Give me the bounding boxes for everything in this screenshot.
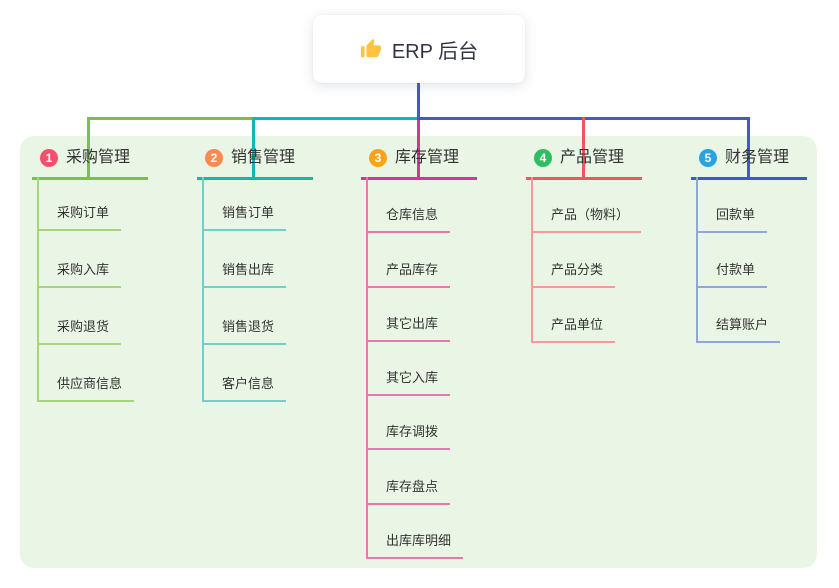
branch-product-management: 4 产品管理 产品（物料） 产品分类 产品单位 <box>526 0 656 588</box>
child-node[interactable]: 库存调拨 <box>366 422 451 450</box>
branch-purchase-management: 1 采购管理 采购订单 采购入库 采购退货 供应商信息 <box>32 0 162 588</box>
branch-child-connector <box>366 177 368 557</box>
child-node[interactable]: 销售订单 <box>202 203 287 231</box>
connector-drop-sales <box>252 117 255 177</box>
child-node[interactable]: 供应商信息 <box>37 374 135 402</box>
child-node[interactable]: 出库库明细 <box>366 531 464 559</box>
branches-background-panel <box>20 136 817 568</box>
child-node[interactable]: 产品（物料） <box>531 205 642 233</box>
root-node[interactable]: ERP 后台 <box>313 15 525 83</box>
branch-number-badge: 5 <box>699 149 717 167</box>
child-node[interactable]: 采购订单 <box>37 203 122 231</box>
branch-label: 产品管理 <box>560 149 625 166</box>
branch-label: 库存管理 <box>395 149 460 166</box>
child-node[interactable]: 产品单位 <box>531 315 616 343</box>
branch-child-connector <box>37 177 39 400</box>
child-node[interactable]: 采购入库 <box>37 260 122 288</box>
child-node[interactable]: 产品库存 <box>366 260 451 288</box>
connector-bus-teal <box>252 117 418 120</box>
branch-header[interactable]: 5 财务管理 <box>691 148 807 180</box>
child-node[interactable]: 销售退货 <box>202 317 287 345</box>
connector-drop-inventory <box>417 120 420 177</box>
child-node[interactable]: 产品分类 <box>531 260 616 288</box>
branch-number-badge: 4 <box>534 149 552 167</box>
branch-number-badge: 1 <box>40 149 58 167</box>
branch-label: 销售管理 <box>231 149 296 166</box>
branch-label: 财务管理 <box>725 149 790 166</box>
connector-drop-finance <box>747 117 750 177</box>
branch-sales-management: 2 销售管理 销售订单 销售出库 销售退货 客户信息 <box>197 0 327 588</box>
branch-header[interactable]: 2 销售管理 <box>197 148 313 180</box>
branch-child-connector <box>202 177 204 400</box>
connector-bus-green <box>87 117 252 120</box>
branch-header[interactable]: 4 产品管理 <box>526 148 642 180</box>
child-node[interactable]: 销售出库 <box>202 260 287 288</box>
branch-finance-management: 5 财务管理 回款单 付款单 结算账户 <box>691 0 821 588</box>
connector-root-stem <box>417 82 420 118</box>
branch-number-badge: 3 <box>369 149 387 167</box>
branch-header[interactable]: 3 库存管理 <box>361 148 477 180</box>
root-node-label: ERP 后台 <box>391 40 479 63</box>
branch-label: 采购管理 <box>66 149 131 166</box>
child-node[interactable]: 库存盘点 <box>366 477 451 505</box>
branch-inventory-management: 3 库存管理 仓库信息 产品库存 其它出库 其它入库 库存调拨 库存盘点 出库库… <box>361 0 491 588</box>
connector-drop-product <box>582 117 585 177</box>
child-node[interactable]: 客户信息 <box>202 374 287 402</box>
child-node[interactable]: 付款单 <box>696 260 768 288</box>
child-node[interactable]: 结算账户 <box>696 315 781 343</box>
branch-child-connector <box>696 177 698 341</box>
child-node[interactable]: 采购退货 <box>37 317 122 345</box>
branch-number-badge: 2 <box>205 149 223 167</box>
child-node[interactable]: 其它出库 <box>366 314 451 342</box>
child-node[interactable]: 其它入库 <box>366 368 451 396</box>
child-node[interactable]: 仓库信息 <box>366 205 451 233</box>
connector-drop-purchase <box>87 117 90 177</box>
branch-child-connector <box>531 177 533 341</box>
child-node[interactable]: 回款单 <box>696 205 768 233</box>
branch-header[interactable]: 1 采购管理 <box>32 148 148 180</box>
thumbs-up-icon <box>360 38 381 58</box>
